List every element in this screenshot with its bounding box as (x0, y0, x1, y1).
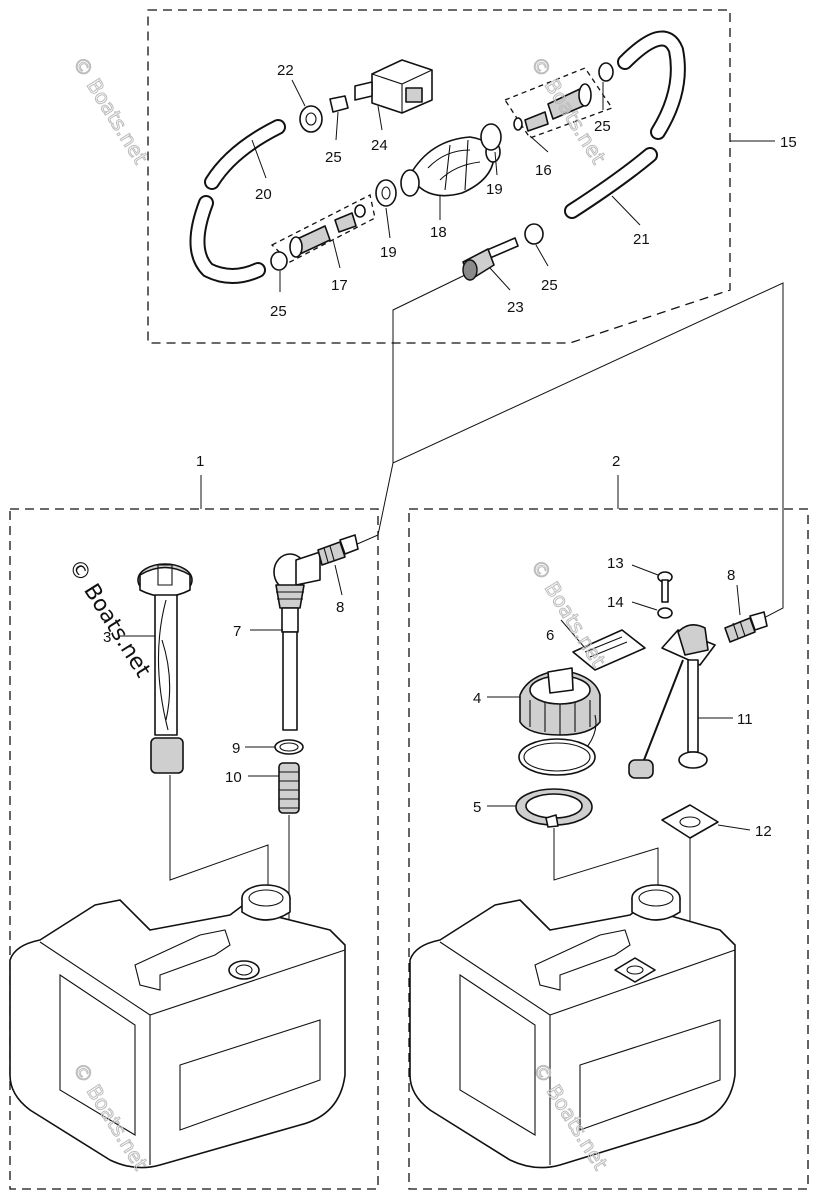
check-valve-16 (504, 67, 614, 139)
o-ring-9-inner (279, 742, 299, 752)
callout-8a: 8 (336, 599, 344, 616)
watermark-top-left: © Boats.net (68, 52, 153, 168)
callout-19b: 19 (380, 244, 397, 261)
leader-19b (385, 207, 391, 239)
fuel-cap-4 (519, 667, 601, 756)
callout-13: 13 (607, 555, 624, 572)
clamp-25-bottom-left (270, 251, 288, 271)
strainer-10 (278, 762, 300, 814)
leader-16 (529, 135, 549, 153)
assembly-line-tank-2 (553, 828, 659, 890)
leader-23 (489, 267, 511, 291)
hose-21-lower (564, 147, 658, 219)
callout-6: 6 (546, 627, 554, 644)
leader-24 (377, 105, 383, 131)
collar-22-hole (305, 112, 317, 126)
callout-18: 18 (430, 224, 447, 241)
o-ring-9 (274, 739, 304, 755)
primer-bulb-18 (400, 136, 501, 197)
callout-5: 5 (473, 799, 481, 816)
callout-19a: 19 (486, 181, 503, 198)
callout-22: 22 (277, 62, 294, 79)
leader-6 (560, 619, 586, 649)
fuel-connector-8-right (724, 611, 768, 643)
leader-22 (291, 79, 306, 107)
callout-4: 4 (473, 690, 481, 707)
callout-25b: 25 (594, 118, 611, 135)
hose-21-upper (617, 30, 686, 140)
watermark-middle-right: © Boats.net (526, 555, 611, 671)
fuel-connector-23 (462, 237, 519, 281)
leader-17 (332, 239, 341, 269)
callout-10: 10 (225, 769, 242, 786)
fuel-tank-1 (9, 884, 346, 1169)
hose-20 (189, 119, 286, 284)
check-valve-17 (270, 194, 376, 263)
callout-8b: 8 (727, 567, 735, 584)
callout-17: 17 (331, 277, 348, 294)
callout-7: 7 (233, 623, 241, 640)
callout-25d: 25 (541, 277, 558, 294)
callout-16: 16 (535, 162, 552, 179)
callout-9: 9 (232, 740, 240, 757)
callout-15: 15 (780, 134, 797, 151)
leader-25a (335, 111, 339, 141)
callout-12: 12 (755, 823, 772, 840)
cap-gasket-4 (518, 738, 596, 776)
leader-13 (631, 564, 659, 576)
callout-3: 3 (103, 629, 111, 646)
callout-14: 14 (607, 594, 624, 611)
clamp-25-top-left (329, 95, 349, 113)
connection-line-23-to-8 (392, 274, 784, 621)
fuel-connector-24 (354, 59, 433, 114)
tank-2-border (408, 508, 809, 1190)
retainer-ring-5 (515, 788, 593, 828)
collar-19-lower (375, 179, 397, 207)
collar-19-upper (480, 123, 502, 151)
callout-20: 20 (255, 186, 272, 203)
clamp-25-top-right (598, 62, 614, 82)
assembly-line-tank-1 (169, 775, 269, 890)
gasket-12 (661, 804, 719, 839)
fuel-gauge-3 (137, 563, 193, 774)
leader-8a (334, 564, 343, 596)
collar-22 (299, 105, 323, 133)
fuel-connector-8-left (317, 534, 359, 566)
leader-14 (631, 601, 658, 611)
callout-25a: 25 (325, 149, 342, 166)
watermark-top-right: © Boats.net (526, 52, 611, 168)
callout-2: 2 (612, 453, 620, 470)
callout-25c: 25 (270, 303, 287, 320)
hose-assembly-border (147, 9, 731, 344)
leader-25d (535, 244, 549, 267)
pickup-tube-7 (273, 551, 321, 731)
callout-23: 23 (507, 299, 524, 316)
leader-20 (251, 139, 267, 179)
connection-line-to-8-left (354, 462, 394, 546)
washer-14 (657, 607, 673, 619)
callout-21: 21 (633, 231, 650, 248)
callout-1: 1 (196, 453, 204, 470)
callout-24: 24 (371, 137, 388, 154)
tank-1-border (9, 508, 379, 1190)
leader-12 (717, 824, 751, 831)
callout-11: 11 (737, 711, 753, 728)
fuel-gauge-11 (628, 624, 716, 779)
leader-8b (736, 584, 741, 616)
decal-6 (572, 629, 646, 671)
collar-19-lower-hole (381, 186, 391, 200)
clamp-25-bottom-right (524, 223, 544, 245)
leader-19a (494, 151, 498, 176)
fuel-tank-2 (409, 884, 736, 1169)
cap-gasket-4-inner (523, 742, 591, 772)
screw-13 (657, 571, 673, 603)
leader-21 (611, 195, 641, 226)
